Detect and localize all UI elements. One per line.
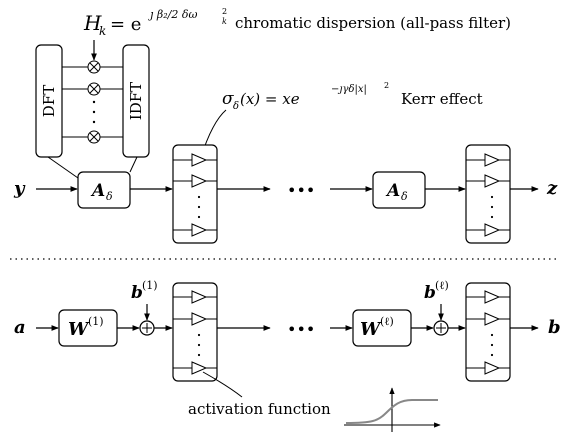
input-a: a — [14, 317, 26, 338]
bl-label: b — [424, 283, 436, 303]
dispersion-multipliers — [62, 60, 123, 144]
bl-sup: (ℓ) — [435, 279, 449, 292]
sigmoid-plot-icon — [344, 387, 441, 432]
svg-text:−ȷγδ|x|: −ȷγδ|x| — [331, 84, 367, 95]
w1-sup: (1) — [88, 315, 104, 328]
wl-sup: (ℓ) — [380, 315, 394, 328]
idft-connector — [129, 156, 138, 173]
activation-caption: activation function — [188, 400, 331, 418]
svg-text:2: 2 — [384, 81, 389, 90]
a-block-2-sub: δ — [401, 190, 408, 203]
formula-eq: = e — [110, 14, 141, 35]
input-y: y — [13, 178, 26, 199]
kerr-caption: Kerr effect — [401, 90, 483, 108]
dft-connector — [47, 156, 79, 179]
wl-label: W — [360, 319, 382, 340]
w1-label: W — [68, 319, 90, 340]
dispersion-formula: H k = e ȷ β₂/2 δω 2 k — [83, 7, 227, 38]
a-block-1 — [77, 171, 131, 209]
bottom-ellipsis: ••• — [287, 320, 315, 339]
formula-exp-sup: 2 — [222, 7, 227, 16]
a-block-2-label: A — [385, 181, 400, 201]
formula-h: H — [83, 11, 102, 35]
kerr-nonlinearity-block-1 — [172, 144, 218, 244]
dft-label: DFT — [40, 85, 58, 117]
output-z: z — [546, 178, 558, 199]
a-block-2 — [372, 171, 426, 209]
dispersion-caption: chromatic dispersion (all-pass filter) — [235, 14, 511, 32]
kerr-nonlinearity-block-2 — [465, 144, 511, 244]
dft-block — [35, 44, 63, 158]
idft-label: IDFT — [127, 82, 145, 120]
kerr-formula: σ δ (x) = xe −ȷγδ|x| 2 — [222, 81, 389, 112]
top-ellipsis: ••• — [287, 181, 315, 200]
activation-pointer — [202, 371, 243, 398]
output-b: b — [548, 317, 561, 338]
svg-text:δ: δ — [233, 101, 239, 112]
svg-text:(x) = xe: (x) = xe — [240, 90, 300, 108]
formula-h-sub: k — [99, 24, 106, 38]
b1-sup: (1) — [142, 279, 158, 292]
activation-block-1 — [172, 282, 218, 382]
formula-exp-sub: k — [222, 17, 227, 26]
b1-label: b — [131, 283, 143, 303]
a-block-1-label: A — [90, 181, 105, 201]
a-block-1-sub: δ — [106, 190, 113, 203]
svg-text:σ: σ — [222, 89, 234, 109]
activation-block-2 — [465, 282, 511, 382]
idft-block — [122, 44, 150, 158]
formula-exp: ȷ β₂/2 δω — [148, 8, 198, 21]
